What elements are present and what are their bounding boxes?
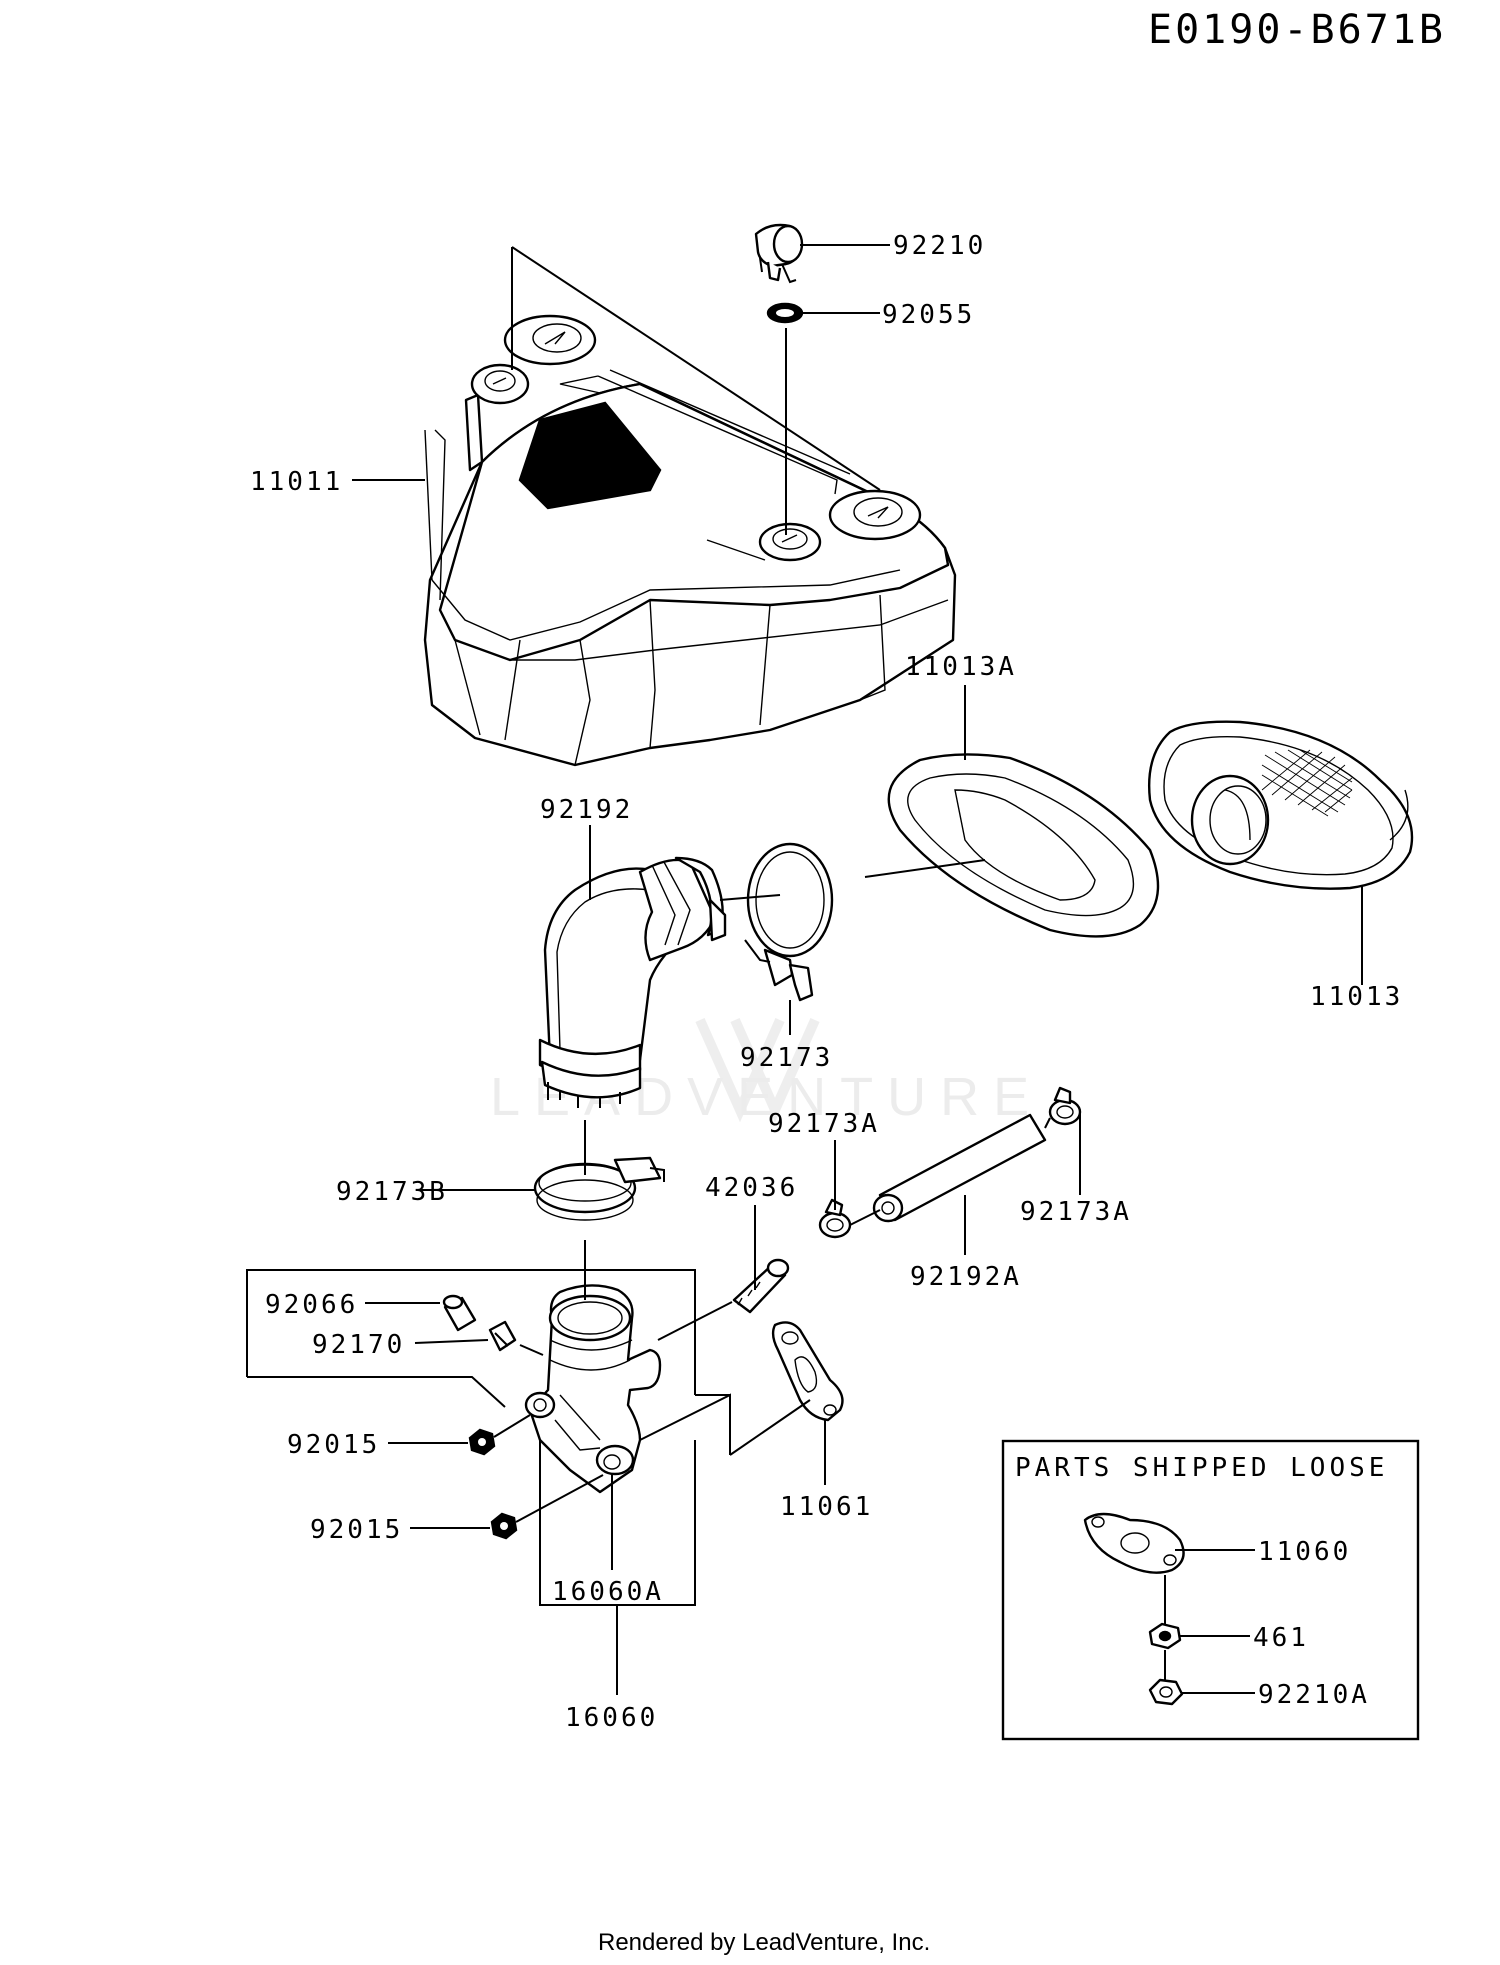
footer-credit: Rendered by LeadVenture, Inc. bbox=[598, 1929, 930, 1956]
washer-92055 bbox=[766, 302, 804, 324]
pre-cleaner-foam bbox=[887, 753, 1160, 938]
fitting-42036 bbox=[732, 1258, 790, 1314]
hose-clamp-92173b bbox=[533, 1156, 665, 1221]
label-92055: 92055 bbox=[882, 300, 975, 330]
mesh-hatch bbox=[1261, 749, 1353, 817]
labels: E0190-B671B 92210 92055 11011 11013A 921… bbox=[250, 7, 1446, 1956]
label-92192a: 92192A bbox=[910, 1262, 1022, 1292]
label-92173a-right: 92173A bbox=[1020, 1197, 1132, 1227]
loose-box-title: PARTS SHIPPED LOOSE bbox=[1015, 1453, 1388, 1483]
nut-92015-lower bbox=[490, 1512, 518, 1540]
clip-92170 bbox=[488, 1320, 517, 1352]
label-92173a-top: 92173A bbox=[768, 1109, 880, 1139]
label-16060: 16060 bbox=[565, 1703, 658, 1733]
plug-92066 bbox=[442, 1294, 477, 1332]
hose-92192a bbox=[872, 1113, 1047, 1223]
label-92170: 92170 bbox=[312, 1330, 405, 1360]
label-42036: 42036 bbox=[705, 1173, 798, 1203]
label-92210: 92210 bbox=[893, 231, 986, 261]
label-92015-upper: 92015 bbox=[287, 1430, 380, 1460]
elbow-hose bbox=[538, 856, 727, 1108]
nut-92210a bbox=[1148, 1678, 1184, 1706]
washer-461 bbox=[1148, 1622, 1182, 1650]
leader-lines bbox=[246, 244, 1363, 1695]
label-11013: 11013 bbox=[1310, 982, 1403, 1012]
label-92192: 92192 bbox=[540, 795, 633, 825]
air-cleaner-cover bbox=[423, 314, 957, 767]
air-filter-element bbox=[1148, 720, 1414, 890]
label-11011: 11011 bbox=[250, 467, 343, 497]
label-92210a: 92210A bbox=[1258, 1680, 1370, 1710]
label-461: 461 bbox=[1253, 1623, 1309, 1653]
inlet-body bbox=[524, 1284, 662, 1494]
knob-92210 bbox=[754, 223, 804, 284]
label-16060a: 16060A bbox=[552, 1577, 664, 1607]
parts-shipped-loose-box: PARTS SHIPPED LOOSE bbox=[1001, 1439, 1420, 1741]
nut-92015-upper bbox=[468, 1428, 496, 1456]
label-11061: 11061 bbox=[780, 1492, 873, 1522]
label-11013a: 11013A bbox=[905, 652, 1017, 682]
label-11060: 11060 bbox=[1258, 1537, 1351, 1567]
gasket-11060 bbox=[1083, 1512, 1185, 1574]
gasket-11061 bbox=[771, 1321, 844, 1422]
hose-clamp-92173 bbox=[744, 842, 834, 1002]
label-92173b: 92173B bbox=[336, 1177, 448, 1207]
hose-clamp-92173a-right bbox=[1048, 1086, 1082, 1126]
label-92015-lower: 92015 bbox=[310, 1515, 403, 1545]
label-92173: 92173 bbox=[740, 1043, 833, 1073]
diagram-code: E0190-B671B bbox=[1148, 7, 1446, 53]
label-92066: 92066 bbox=[265, 1290, 358, 1320]
